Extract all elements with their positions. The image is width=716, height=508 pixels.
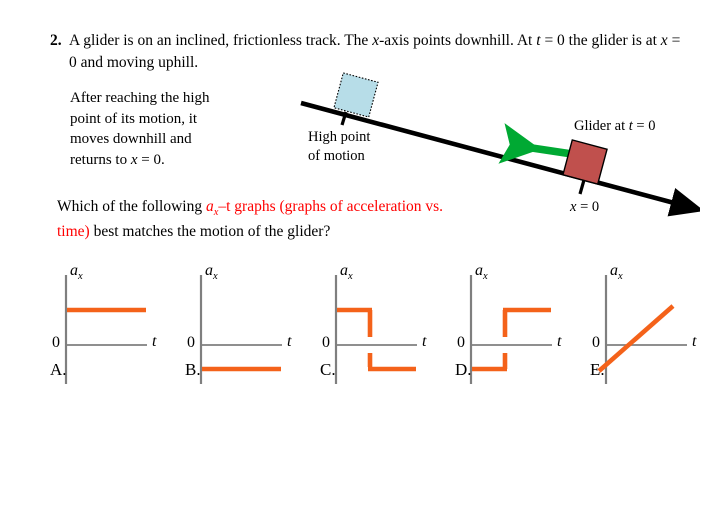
- graph-b-svg: [199, 275, 282, 384]
- secondary-line-4-rest: = 0.: [137, 152, 165, 169]
- x-zero-tick: [578, 179, 586, 195]
- secondary-line-4: returns to: [70, 152, 131, 169]
- high-point-label: High point of motion: [308, 128, 370, 166]
- glider-label-t: t: [628, 118, 633, 134]
- glider-block: [562, 139, 608, 185]
- question-red-a-sub: x: [213, 207, 219, 219]
- problem-text-part1: A glider is on an inclined, frictionless…: [69, 32, 373, 49]
- secondary-line-1: After reaching the high: [70, 90, 210, 106]
- answer-graphs-row: ax t 0 A. ax t 0 B.: [0, 262, 716, 392]
- graph-b-time-label: t: [287, 333, 292, 350]
- graph-e-time-label: t: [692, 333, 697, 350]
- graph-a-zero-label: 0: [52, 334, 60, 351]
- problem-text-part3: = 0 the glider is at: [540, 32, 661, 49]
- position-origin-label: x = 0: [570, 198, 599, 217]
- problem-text-part4: = 0 and moving uphill.: [69, 32, 681, 71]
- graph-a-axis-label-sub: x: [78, 271, 83, 283]
- graph-a-time-label: t: [152, 333, 157, 350]
- graph-d-axis-label: ax: [475, 262, 488, 282]
- graph-c-axis-label: ax: [340, 262, 353, 282]
- secondary-line-3: moves downhill and: [70, 131, 192, 148]
- glider-label-text: Glider at: [574, 118, 629, 134]
- graph-c-svg: [334, 275, 417, 384]
- velocity-arrow: [498, 123, 573, 164]
- high-point-label-line2: of motion: [308, 147, 365, 164]
- graph-c-axis-label-a: a: [340, 262, 348, 279]
- graph-d-time-label: t: [557, 333, 562, 350]
- graph-a-axis-label: ax: [70, 262, 83, 282]
- graph-d-zero-label: 0: [457, 334, 465, 351]
- question-black-start: Which of the following: [57, 198, 206, 215]
- glider-label-rest: = 0: [632, 118, 656, 134]
- secondary-paragraph: After reaching the high point of its mot…: [70, 88, 235, 171]
- graph-b-letter: B.: [185, 360, 201, 379]
- graph-d-axis-label-a: a: [475, 262, 483, 279]
- secondary-line-4-x: x: [130, 152, 138, 169]
- problem-text-x2: x: [660, 32, 668, 49]
- incline-diagram-svg: [300, 72, 700, 217]
- graph-e-axis-label-sub: x: [618, 271, 623, 283]
- graph-d-svg: [469, 275, 552, 384]
- graph-c-axis-label-sub: x: [348, 271, 353, 283]
- graph-e-svg: [597, 275, 687, 384]
- question-red-mid: –t graphs (graphs of acceleration: [218, 198, 422, 215]
- graph-b-axis-label-a: a: [205, 262, 213, 279]
- graph-e-axis-label-a: a: [610, 262, 618, 279]
- answer-option-d[interactable]: ax t 0 D.: [439, 262, 579, 390]
- graph-e-zero-label: 0: [592, 334, 600, 351]
- question-red-line2: vs. time): [57, 198, 444, 240]
- graph-d-letter: D.: [455, 360, 472, 379]
- position-label-rest: = 0: [576, 199, 600, 215]
- graph-a-letter: A.: [50, 360, 67, 379]
- question-red-a: a: [205, 198, 214, 215]
- problem-statement-text: A glider is on an inclined, frictionless…: [69, 30, 690, 74]
- problem-text-t: t: [536, 32, 541, 49]
- problem-text-part2: -axis points downhill. At: [379, 32, 537, 49]
- graph-c-time-label: t: [422, 333, 427, 350]
- graph-e-letter: E.: [590, 360, 605, 379]
- question-prompt: Which of the following ax–t graphs (grap…: [57, 196, 477, 242]
- graph-c-letter: C.: [320, 360, 336, 379]
- high-point-tick: [340, 111, 348, 126]
- problem-text-x: x: [372, 32, 380, 49]
- answer-option-a[interactable]: ax t 0 A.: [34, 262, 174, 390]
- answer-option-e[interactable]: ax t 0 E.: [574, 262, 714, 390]
- high-point-block: [333, 72, 379, 118]
- high-point-label-line1: High point: [308, 129, 371, 145]
- graph-b-axis-label-sub: x: [213, 271, 218, 283]
- answer-option-b[interactable]: ax t 0 B.: [169, 262, 309, 390]
- problem-statement: 2. A glider is on an inclined, frictionl…: [50, 30, 690, 74]
- incline-diagram: [290, 68, 700, 218]
- graph-b-zero-label: 0: [187, 334, 195, 351]
- answer-option-c[interactable]: ax t 0 C.: [304, 262, 444, 390]
- question-black-end: best matches the motion of the glider?: [89, 222, 331, 240]
- problem-number: 2.: [50, 32, 62, 49]
- glider-time-label: Glider at t = 0: [574, 117, 655, 136]
- graph-c-zero-label: 0: [322, 334, 330, 351]
- graph-e-axis-label: ax: [610, 262, 623, 282]
- graph-a-svg: [64, 275, 147, 384]
- graph-b-axis-label: ax: [205, 262, 218, 282]
- secondary-line-2: point of its motion, it: [70, 110, 198, 127]
- graph-d-axis-label-sub: x: [483, 271, 488, 283]
- position-label-x: x: [570, 199, 577, 215]
- graph-a-axis-label-a: a: [70, 262, 78, 279]
- inclined-track: [300, 100, 700, 217]
- graph-e-curve: [597, 304, 675, 373]
